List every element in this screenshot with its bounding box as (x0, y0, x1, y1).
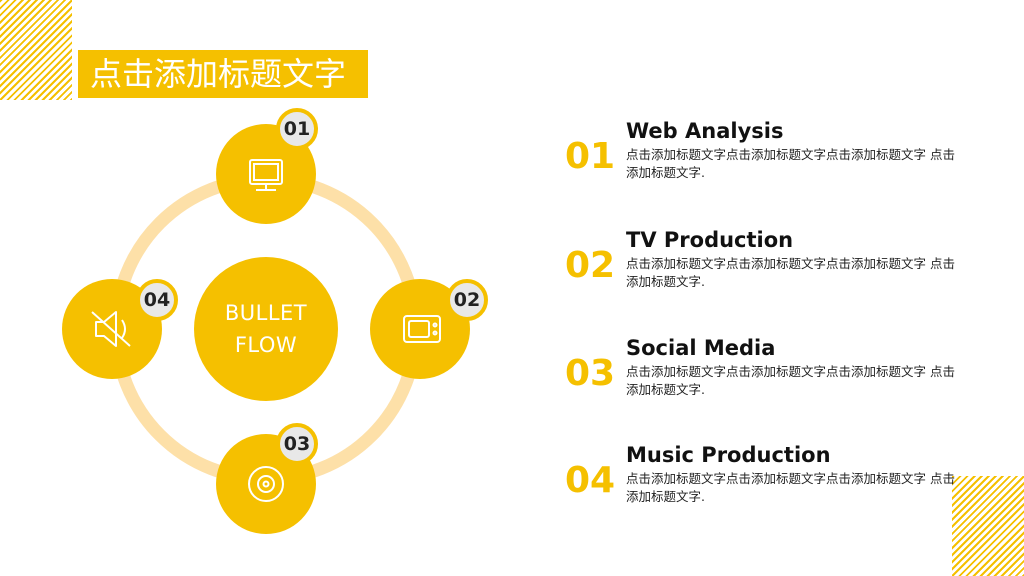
list-item: 04 Music Production 点击添加标题文字点击添加标题文字点击添加… (560, 442, 960, 532)
node-badge-03: 03 (276, 423, 318, 465)
speaker-icon (91, 311, 131, 347)
item-number: 04 (565, 460, 616, 501)
node-badge-02: 02 (446, 279, 488, 321)
item-title: TV Production (626, 228, 794, 252)
item-description: 点击添加标题文字点击添加标题文字点击添加标题文字 点击添加标题文字. (626, 256, 955, 289)
center-label-line-2: FLOW (234, 333, 298, 357)
node-badge-04: 04 (136, 279, 178, 321)
item-description: 点击添加标题文字点击添加标题文字点击添加标题文字 点击添加标题文字. (626, 471, 955, 504)
node-badge-01: 01 (276, 108, 318, 150)
center-label: BULLET FLOW (195, 258, 337, 400)
item-description: 点击添加标题文字点击添加标题文字点击添加标题文字 点击添加标题文字. (626, 147, 955, 180)
decorative-stripes-bottom-right (952, 476, 1024, 576)
item-number: 01 (565, 136, 616, 177)
decorative-stripes-top-left (0, 0, 72, 100)
item-title: Social Media (626, 336, 776, 360)
monitor-icon (249, 159, 283, 191)
item-number: 03 (565, 353, 616, 394)
node-02 (370, 279, 470, 379)
list-item: 03 Social Media 点击添加标题文字点击添加标题文字点击添加标题文字… (560, 335, 960, 425)
item-number: 02 (565, 245, 616, 286)
tv-icon (403, 315, 441, 343)
item-title: Music Production (626, 443, 831, 467)
music-disc-icon (248, 466, 284, 502)
item-description: 点击添加标题文字点击添加标题文字点击添加标题文字 点击添加标题文字. (626, 364, 955, 397)
center-label-line-1: BULLET (224, 301, 308, 325)
center-circle (194, 257, 338, 401)
list-item: 01 Web Analysis 点击添加标题文字点击添加标题文字点击添加标题文字… (560, 118, 960, 208)
list-item: 02 TV Production 点击添加标题文字点击添加标题文字点击添加标题文… (560, 227, 960, 317)
item-title: Web Analysis (626, 119, 784, 143)
page-title: 点击添加标题文字 (78, 50, 368, 98)
